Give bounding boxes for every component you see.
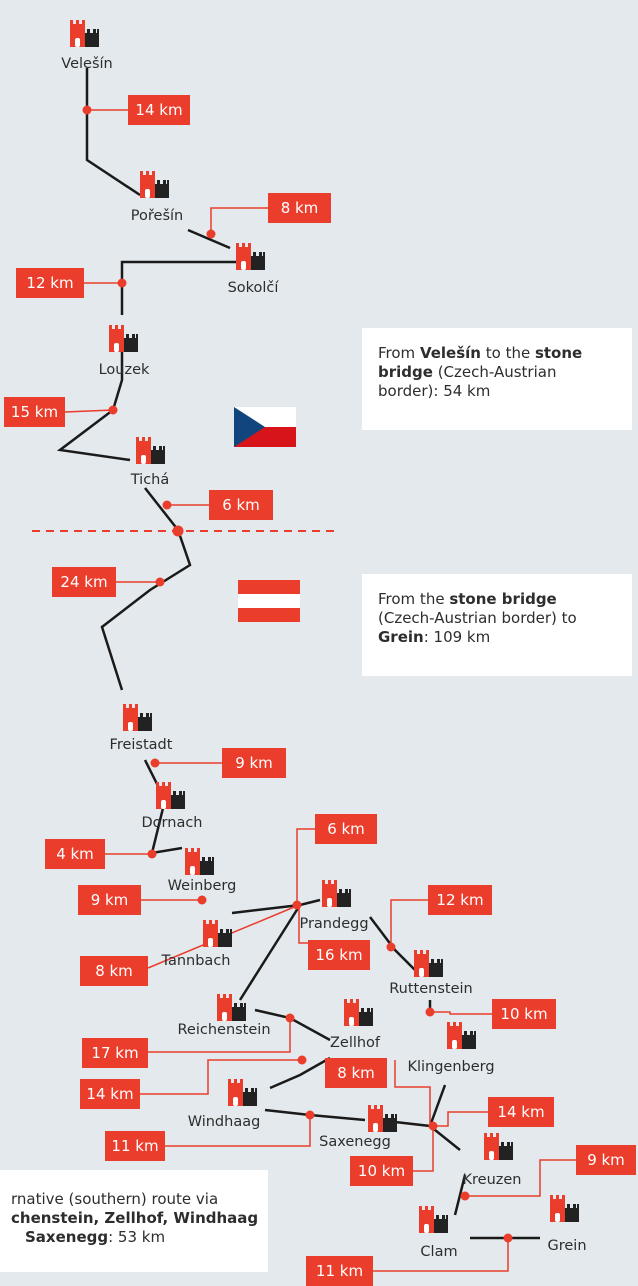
castle-icon xyxy=(236,243,265,270)
austria-flag-icon xyxy=(238,580,300,622)
town-label-poresin: Pořešín xyxy=(130,208,184,224)
town-label-reichenstein: Reichenstein xyxy=(177,1022,271,1038)
distance-label: 9 km xyxy=(576,1145,636,1175)
town-label-ticha: Tichá xyxy=(130,472,170,488)
castle-icon xyxy=(123,704,152,731)
castle-icon xyxy=(156,782,185,809)
castle-icon xyxy=(368,1105,397,1132)
distance-label: 12 km xyxy=(16,268,84,298)
castle-icon xyxy=(70,20,99,47)
distance-label: 11 km xyxy=(105,1131,165,1161)
distance-label: 10 km xyxy=(350,1156,413,1186)
castle-icon xyxy=(109,325,138,352)
distance-label: 17 km xyxy=(82,1038,148,1068)
distance-label: 8 km xyxy=(268,193,331,223)
distance-label: 11 km xyxy=(306,1256,373,1286)
castle-icon xyxy=(203,920,232,947)
distance-label: 9 km xyxy=(222,748,286,778)
town-label-ruttenstein: Ruttenstein xyxy=(389,981,473,997)
czech-flag-icon xyxy=(234,407,296,447)
town-label-weinberg: Weinberg xyxy=(167,878,237,894)
town-label-dornach: Dornach xyxy=(141,815,203,831)
distance-label: 8 km xyxy=(80,956,148,986)
distance-label: 6 km xyxy=(315,814,377,844)
castle-icon xyxy=(447,1022,476,1049)
austrian-route-info: From the stone bridge (Czech-Austrian bo… xyxy=(362,574,632,676)
castle-icon xyxy=(136,437,165,464)
town-label-freistadt: Freistadt xyxy=(109,737,173,753)
town-label-klingenberg: Klingenberg xyxy=(407,1059,495,1075)
distance-label: 8 km xyxy=(325,1058,387,1088)
castle-icon xyxy=(140,171,169,198)
town-label-clam: Clam xyxy=(420,1244,458,1260)
town-label-kreuzen: Kreuzen xyxy=(462,1172,522,1188)
town-label-windhaag: Windhaag xyxy=(187,1114,261,1130)
distance-label: 9 km xyxy=(78,885,141,915)
town-label-prandegg: Prandegg xyxy=(299,916,369,932)
town-label-grein: Grein xyxy=(547,1238,587,1254)
castle-icon xyxy=(419,1206,448,1233)
castle-icon xyxy=(484,1133,513,1160)
castle-icon xyxy=(344,999,373,1026)
distance-label: 24 km xyxy=(52,567,116,597)
town-label-louzek: Louzek xyxy=(98,362,150,378)
town-label-velesin: Velešín xyxy=(61,56,113,72)
distance-label: 14 km xyxy=(488,1097,554,1127)
czech-route-info: From Velešín to the stone bridge (Czech-… xyxy=(362,328,632,430)
castle-icon xyxy=(228,1079,257,1106)
castle-icon xyxy=(414,950,443,977)
distance-label: 16 km xyxy=(308,940,370,970)
castle-icon xyxy=(185,848,214,875)
distance-label: 6 km xyxy=(209,490,273,520)
distance-label: 14 km xyxy=(128,95,190,125)
distance-label: 14 km xyxy=(80,1079,140,1109)
distance-label: 10 km xyxy=(492,999,556,1029)
town-label-tannbach: Tannbach xyxy=(161,953,231,969)
town-label-zellhof: Zellhof xyxy=(329,1035,381,1051)
town-label-sokolci: Sokolčí xyxy=(227,280,279,296)
town-label-saxenegg: Saxenegg xyxy=(319,1134,391,1150)
distance-label: 4 km xyxy=(45,839,105,869)
distance-label: 12 km xyxy=(428,885,492,915)
distance-label: 15 km xyxy=(4,397,65,427)
castle-icon xyxy=(322,880,351,907)
route-points xyxy=(82,105,513,1243)
castle-icon xyxy=(550,1195,579,1222)
alternative-route-info: rnative (southern) route via chenstein, … xyxy=(0,1170,268,1272)
